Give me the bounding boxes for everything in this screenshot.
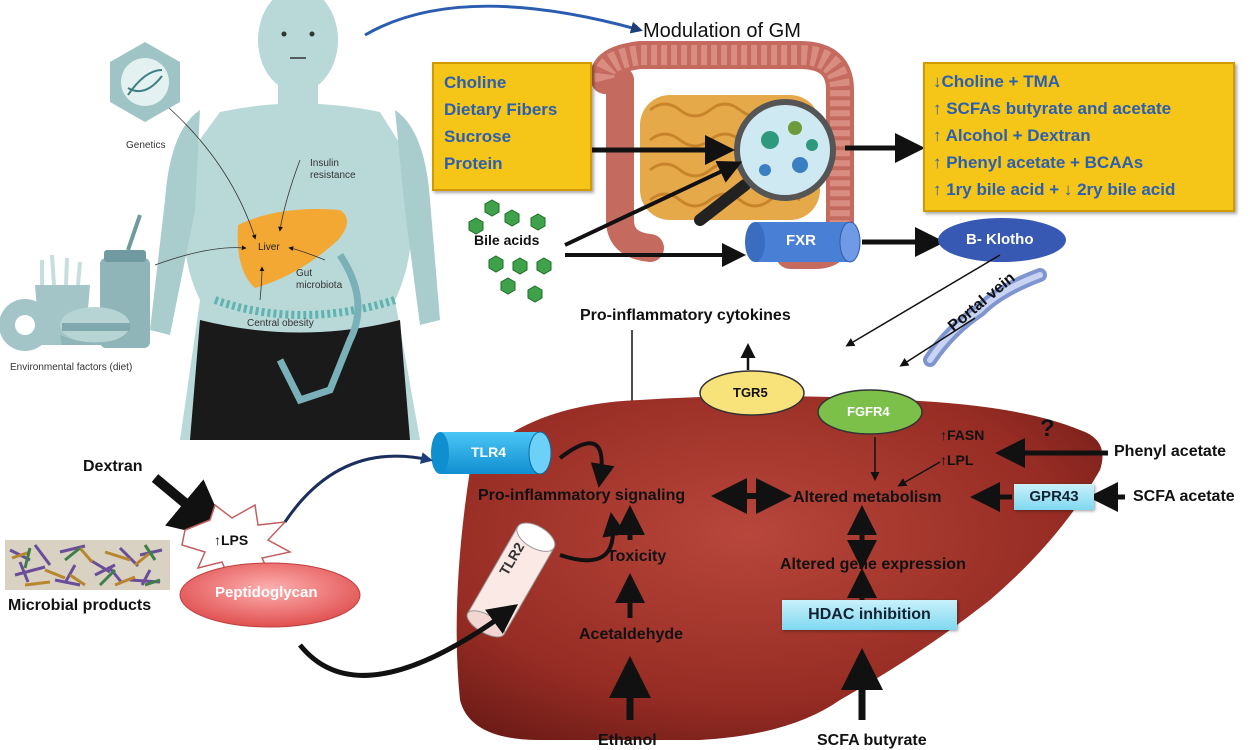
- insulin-resistance-label: Insulin resistance: [310, 158, 356, 181]
- arrow-bile-to-gm: [564, 160, 743, 247]
- curved-arrow-top: [364, 4, 643, 37]
- diet-item: Choline: [444, 73, 507, 92]
- fgfr4-ellipse: [817, 389, 923, 435]
- genetics-label: Genetics: [126, 140, 166, 151]
- peptidoglycan-ellipse: [179, 562, 361, 628]
- dextran-label: Dextran: [83, 458, 143, 475]
- diet-item: Protein: [444, 154, 503, 173]
- bile-acids-label: Bile acids: [474, 232, 540, 248]
- microbial-products-label: Microbial products: [8, 597, 152, 614]
- gm-effects-box: ↓Choline + TMA ↑ SCFAs butyrate and acet…: [923, 62, 1235, 212]
- cytokines-label: Pro-inflammatory cytokines: [580, 307, 791, 324]
- tlr4-label: TLR4: [471, 444, 506, 460]
- environmental-factors-label: Environmental factors (diet): [10, 362, 133, 373]
- scfa-butyrate-label: SCFA butyrate: [817, 732, 927, 749]
- ethanol-label: Ethanol: [598, 732, 657, 749]
- gm-effect-item: ↑ Alcohol + Dextran: [933, 126, 1091, 145]
- gene-expression-label: Altered gene expression: [780, 556, 966, 573]
- peptidoglycan-label: Peptidoglycan: [215, 584, 318, 601]
- lps-label: ↑LPS: [214, 532, 249, 548]
- page-title: Modulation of GM: [643, 20, 801, 42]
- signaling-label: Pro-inflammatory signaling: [478, 487, 686, 504]
- lpl-label: ↑LPL: [940, 452, 974, 468]
- tgr5-label: TGR5: [733, 385, 768, 400]
- human-figure: [150, 0, 440, 440]
- tgr5-ellipse: [699, 370, 805, 416]
- central-obesity-label: Central obesity: [247, 318, 314, 329]
- gm-effect-item: ↑ 1ry bile acid + ↓ 2ry bile acid: [933, 180, 1176, 199]
- genetics-icon: [110, 42, 180, 122]
- gpr43-box: GPR43: [1014, 484, 1094, 510]
- phenyl-acetate-label: Phenyl acetate: [1114, 443, 1227, 460]
- gm-effect-item: ↑ Phenyl acetate + BCAAs: [933, 153, 1144, 172]
- acetaldehyde-label: Acetaldehyde: [579, 626, 684, 643]
- diet-box: Choline Dietary Fibers Sucrose Protein: [432, 62, 592, 191]
- liver-shape: [456, 396, 1103, 740]
- b-klotho-ellipse: [938, 218, 1066, 262]
- gm-effect-item: ↓Choline + TMA: [933, 72, 1061, 91]
- b-klotho-label: B- Klotho: [966, 231, 1034, 248]
- toxicity-label: Toxicity: [607, 548, 667, 565]
- microbial-products-texture: [5, 540, 170, 590]
- fxr-receptor: [745, 221, 861, 263]
- fxr-label: FXR: [786, 232, 816, 249]
- gut-microbiota-label: Gut microbiota: [296, 268, 343, 291]
- altered-metabolism-label: Altered metabolism: [793, 489, 942, 506]
- tlr4-receptor: [431, 431, 552, 475]
- diet-item: Dietary Fibers: [444, 100, 558, 119]
- scfa-acetate-label: SCFA acetate: [1133, 488, 1235, 505]
- lps-starburst: [181, 503, 293, 582]
- diet-food-icon: [0, 214, 150, 351]
- bile-acid-icons: [468, 199, 552, 303]
- fasn-label: ↑FASN: [940, 427, 985, 443]
- question-mark: ?: [1040, 415, 1055, 442]
- diet-item: Sucrose: [444, 127, 512, 146]
- liver-label: Liver: [258, 242, 280, 253]
- magnifier-icon: [694, 99, 836, 226]
- gm-effect-item: ↑ SCFAs butyrate and acetate: [933, 99, 1172, 118]
- hdac-inhibition-box: HDAC inhibition: [782, 600, 957, 630]
- fgfr4-label: FGFR4: [847, 404, 890, 419]
